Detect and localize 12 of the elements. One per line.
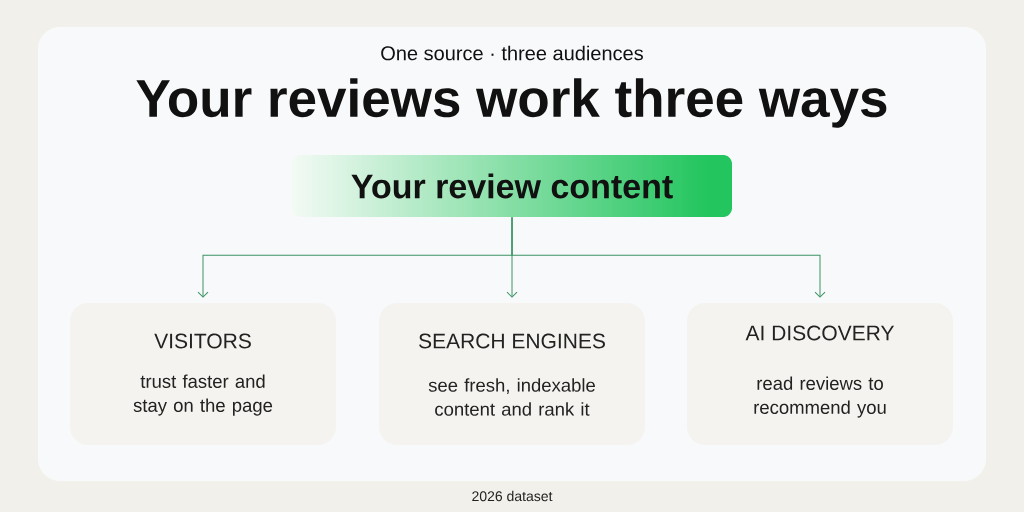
- card-text: see fresh, indexable content and rank it: [428, 378, 595, 416]
- arrow: [511, 216, 826, 298]
- card-heading: SEARCH ENGINES: [419, 333, 605, 349]
- card-text: trust faster and stay on the page: [133, 374, 273, 416]
- card-heading: VISITORS: [154, 333, 251, 349]
- heading: Your reviews work three ways: [136, 78, 887, 128]
- footer-text: 2026 dataset: [472, 490, 553, 502]
- banner-title: Your review content: [351, 173, 673, 199]
- card-text: read reviews to recommend you: [754, 376, 886, 418]
- gradient-banner: [292, 155, 732, 217]
- card-heading: AI DISCOVERY: [745, 325, 895, 341]
- subtitle: One source · three audiences: [381, 45, 643, 61]
